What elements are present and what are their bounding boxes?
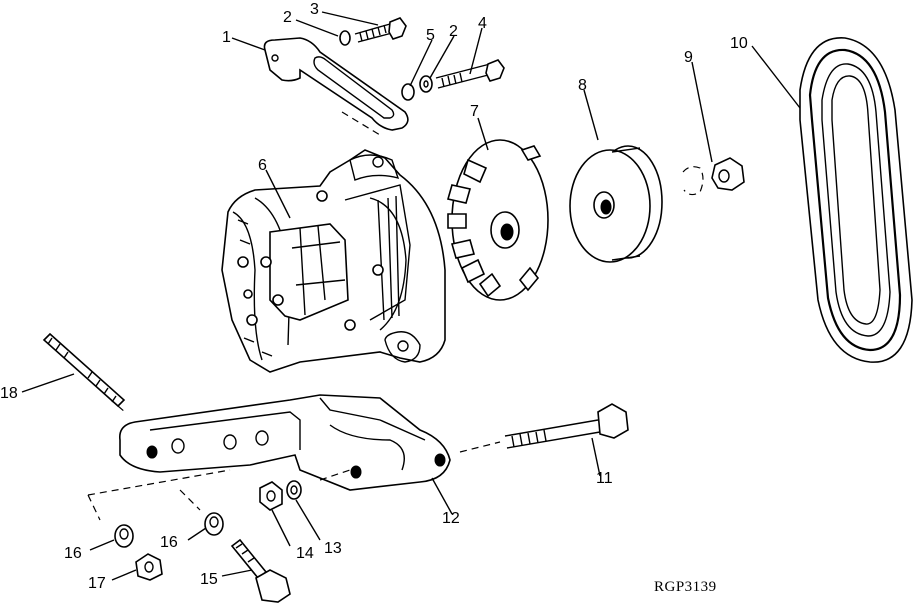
pulley [569, 145, 663, 263]
mounting-bracket [87, 394, 451, 521]
callout-16a: 16 [64, 545, 82, 562]
callout-labels: 1 2 3 5 2 4 6 7 8 9 10 11 12 13 14 15 16… [0, 1, 748, 592]
callout-1: 1 [222, 29, 231, 46]
leader-lines [21, 11, 801, 581]
pivot-bolt [459, 403, 629, 453]
bolt-upper-long [401, 59, 505, 101]
stud [42, 332, 126, 413]
bolt-15 [230, 538, 291, 603]
callout-10: 10 [730, 35, 748, 52]
callout-3: 3 [310, 1, 319, 18]
nut-17 [135, 553, 163, 581]
adjusting-strap [263, 37, 409, 136]
alternator [221, 149, 446, 373]
callout-13: 13 [324, 540, 342, 557]
callout-6: 6 [258, 157, 267, 174]
callout-11: 11 [596, 470, 613, 487]
callout-4: 4 [478, 15, 487, 32]
pulley-nut [682, 157, 745, 196]
callout-9: 9 [684, 49, 693, 66]
callout-18: 18 [0, 385, 18, 402]
callout-5: 5 [426, 27, 435, 44]
callout-12: 12 [442, 510, 460, 527]
callout-2b: 2 [449, 23, 458, 40]
callout-2a: 2 [283, 9, 292, 26]
reference-code: RGP3139 [654, 579, 717, 595]
callout-8: 8 [578, 77, 587, 94]
callout-7: 7 [470, 103, 479, 120]
nut-14 [259, 481, 283, 511]
callout-17: 17 [88, 575, 106, 592]
lockwasher-16-right [204, 512, 224, 536]
v-belt [799, 37, 913, 363]
lockwasher-16-left [114, 524, 134, 548]
fan [446, 139, 549, 301]
callout-14: 14 [296, 545, 314, 562]
callout-15: 15 [200, 571, 218, 588]
lockwasher-13 [286, 480, 302, 500]
bolt-upper-short [339, 17, 407, 46]
callout-16b: 16 [160, 534, 178, 551]
